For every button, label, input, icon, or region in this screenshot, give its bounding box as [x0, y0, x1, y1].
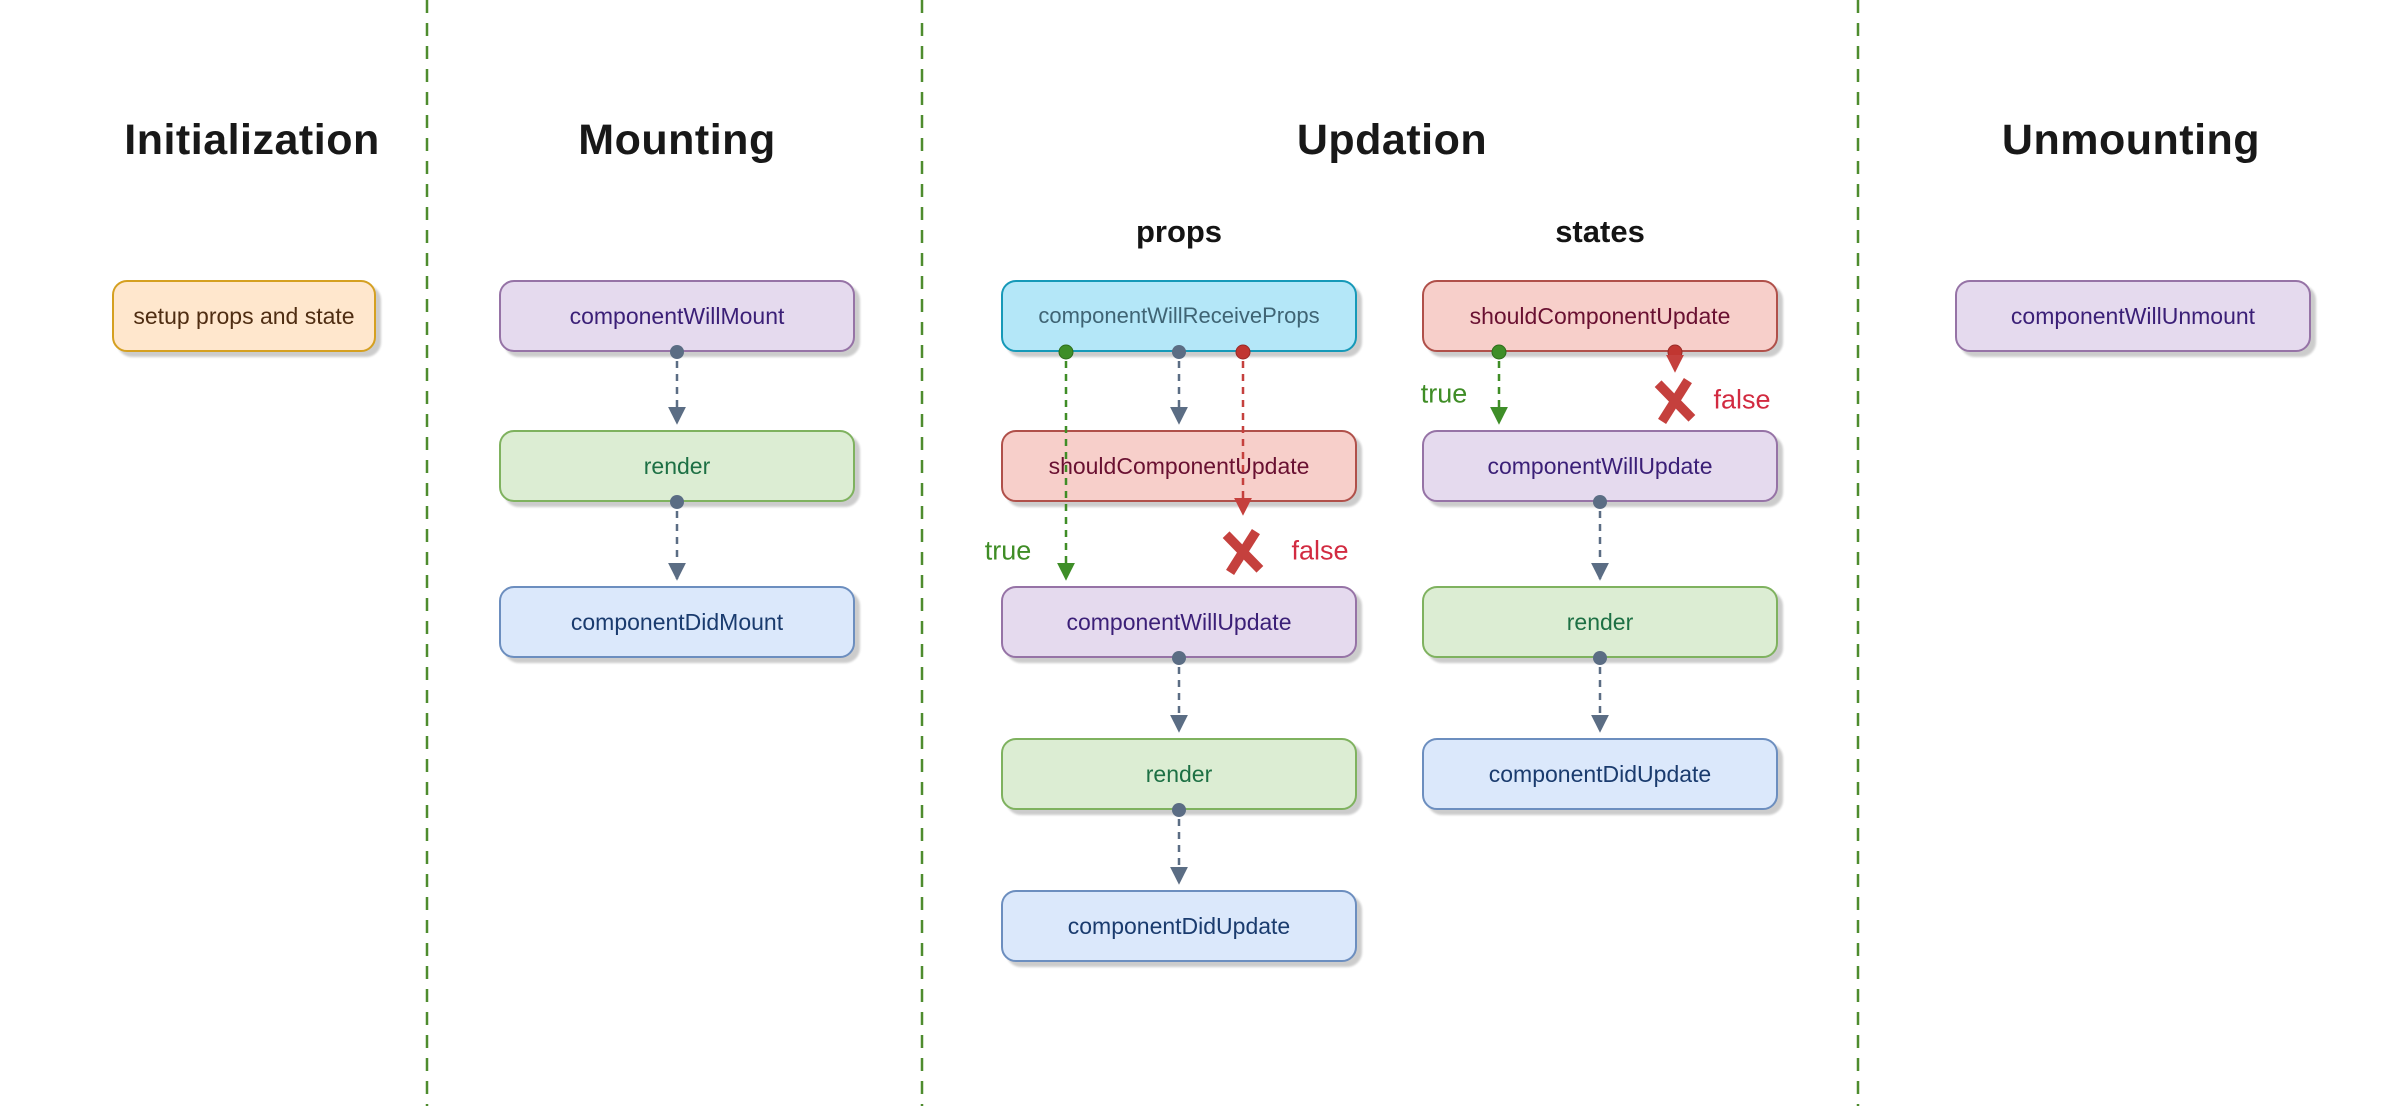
states-false-x-icon — [1654, 377, 1696, 425]
node-props-componentwillreceiveprops: componentWillReceiveProps — [1001, 280, 1357, 352]
node-props-componentdidupdate: componentDidUpdate — [1001, 890, 1357, 962]
updation-props-label: props — [1135, 214, 1223, 249]
node-setup-props-and-state: setup props and state — [112, 280, 376, 352]
edge-willmount-to-render — [668, 345, 686, 425]
edge-willreceiveprops-to-shouldupdate — [1170, 345, 1188, 425]
phase-title-updation: Updation — [1296, 116, 1488, 164]
edge-props-render-to-didupdate — [1170, 803, 1188, 885]
edge-states-false-branch — [1654, 344, 1696, 425]
node-unmounting-componentwillunmount: componentWillUnmount — [1955, 280, 2311, 352]
props-false-x-icon — [1222, 528, 1264, 576]
node-states-render: render — [1422, 586, 1778, 658]
edge-states-willupdate-to-render — [1591, 495, 1609, 581]
states-branch-false-label: false — [1713, 384, 1771, 415]
node-states-shouldcomponentupdate: shouldComponentUpdate — [1422, 280, 1778, 352]
edge-states-render-to-didupdate — [1591, 651, 1609, 733]
phase-title-unmounting: Unmounting — [2001, 116, 2261, 164]
node-states-componentwillupdate: componentWillUpdate — [1422, 430, 1778, 502]
node-states-componentdidupdate: componentDidUpdate — [1422, 738, 1778, 810]
updation-states-label: states — [1555, 214, 1645, 249]
edge-states-true-to-willupdate — [1490, 344, 1508, 425]
edge-render-to-didmount — [668, 495, 686, 581]
edge-props-willupdate-to-render — [1170, 651, 1188, 733]
phase-title-initialization: Initialization — [124, 116, 380, 164]
node-props-componentwillupdate: componentWillUpdate — [1001, 586, 1357, 658]
node-props-render: render — [1001, 738, 1357, 810]
node-mounting-componentwillmount: componentWillMount — [499, 280, 855, 352]
states-branch-true-label: true — [1420, 378, 1468, 409]
node-mounting-componentdidmount: componentDidMount — [499, 586, 855, 658]
node-props-shouldcomponentupdate: shouldComponentUpdate — [1001, 430, 1357, 502]
props-branch-true-label: true — [984, 535, 1032, 566]
props-branch-false-label: false — [1291, 535, 1349, 566]
node-mounting-render: render — [499, 430, 855, 502]
phase-title-mounting: Mounting — [578, 116, 776, 164]
